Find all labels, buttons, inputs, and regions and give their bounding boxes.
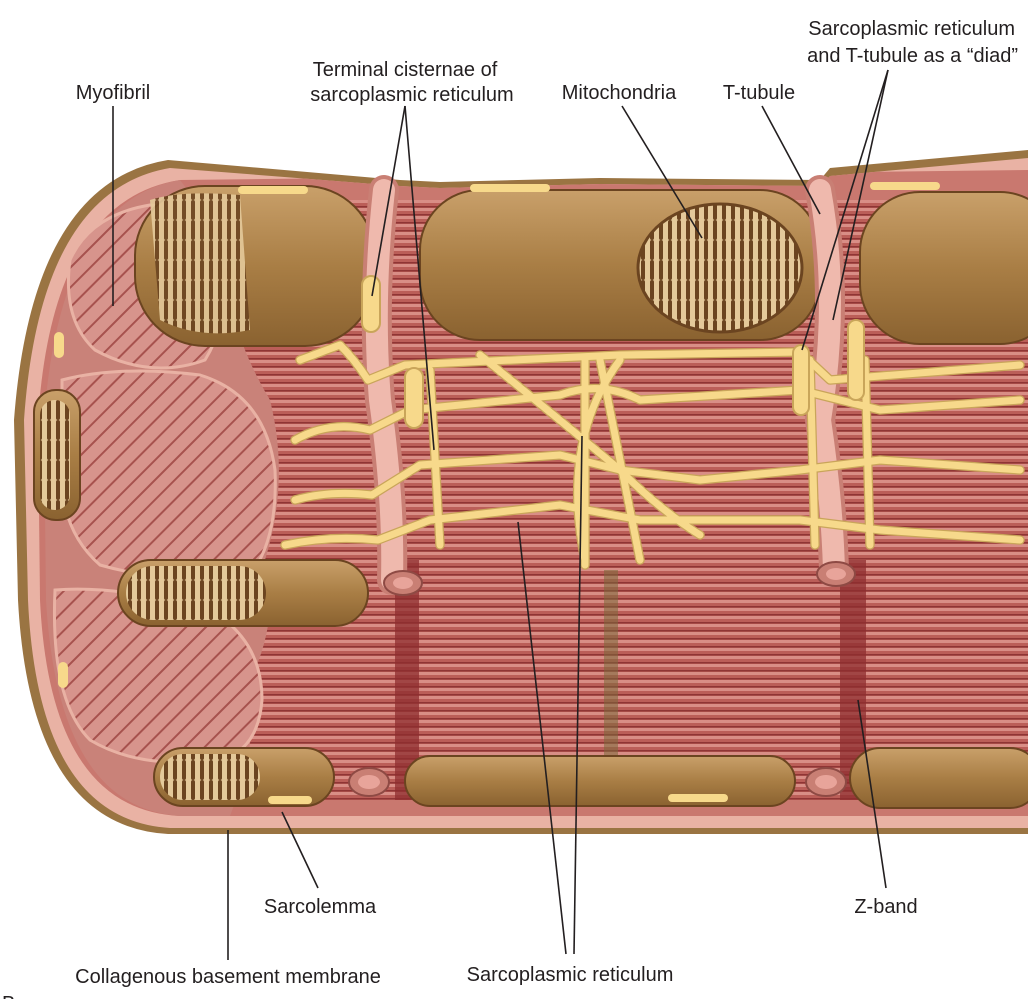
label-terminal-cisternae-line2: sarcoplasmic reticulum bbox=[310, 84, 513, 106]
leader-lines bbox=[112, 69, 889, 960]
mitochondria-group bbox=[33, 185, 1028, 809]
label-sarcolemma: Sarcolemma bbox=[264, 896, 377, 918]
label-terminal-cisternae-line1: Terminal cisternae of bbox=[313, 59, 498, 81]
label-collagenous-basement-membrane: Collagenous basement membrane bbox=[75, 966, 381, 988]
sarcoplasmic-reticulum-network bbox=[54, 182, 1025, 804]
label-sarcoplasmic-reticulum: Sarcoplasmic reticulum bbox=[467, 964, 674, 986]
mitochondrion-cristae-detail bbox=[636, 202, 804, 334]
labels: Myofibril Terminal cisternae of sarcopla… bbox=[2, 18, 1018, 999]
label-diad-line2: and T-tubule as a “diad” bbox=[807, 45, 1018, 67]
terminal-cisternae bbox=[361, 275, 865, 429]
label-mitochondria: Mitochondria bbox=[562, 82, 677, 104]
label-z-band: Z-band bbox=[854, 896, 917, 918]
peripheral-sr-deposits bbox=[54, 182, 940, 804]
label-myofibril: Myofibril bbox=[76, 82, 150, 104]
panel-letter: B bbox=[2, 993, 15, 999]
label-diad-line1: Sarcoplasmic reticulum bbox=[808, 18, 1015, 40]
label-t-tubule: T-tubule bbox=[723, 82, 795, 104]
